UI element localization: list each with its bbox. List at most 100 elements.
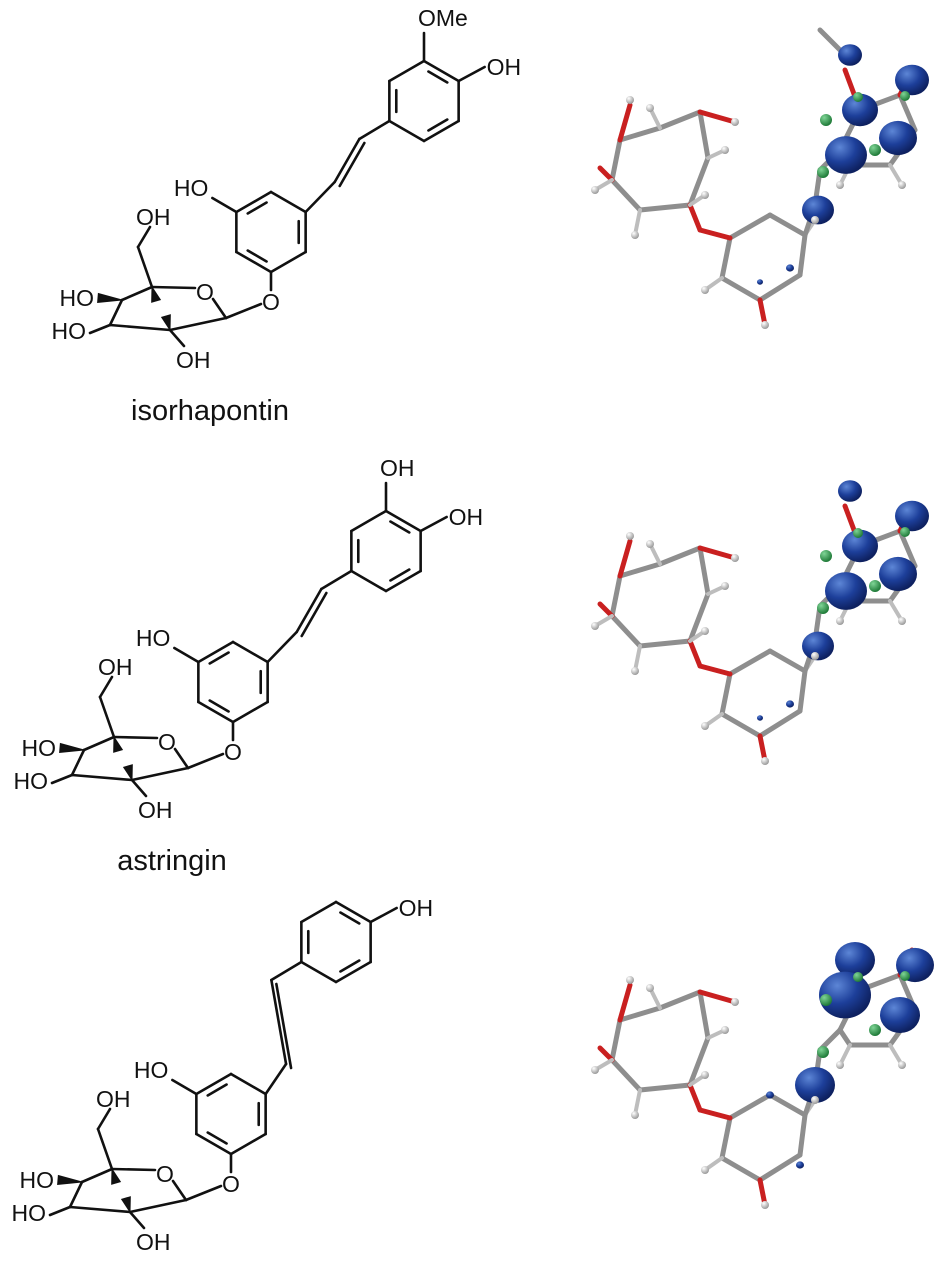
wedge-c2 — [120, 1196, 131, 1214]
model-oxygen-stick — [597, 1045, 615, 1063]
model-oxygen-stick — [617, 982, 633, 1023]
substituent-bond — [211, 196, 238, 214]
model-bond-stick — [617, 1005, 663, 1023]
hydrogen-atom — [631, 231, 639, 239]
ch2-bond — [98, 695, 116, 739]
upper-ring-bond — [384, 569, 422, 593]
orbital-lobe — [796, 1161, 804, 1169]
model-h-stick — [633, 208, 642, 237]
orbital-node — [869, 580, 881, 592]
substituent-bond — [171, 1078, 198, 1096]
lower-ring-bond — [195, 1132, 233, 1156]
hydrogen-atom — [836, 181, 844, 189]
lower-ring-bond — [229, 1072, 267, 1096]
sugar-ring-bond — [171, 1179, 188, 1202]
upper-ring-double-bond — [427, 70, 449, 84]
hydrogen-atom — [731, 118, 739, 126]
vinyl-double-bond — [333, 137, 361, 184]
orbital-node — [853, 528, 863, 538]
sugar-ring-bond — [168, 316, 228, 332]
label-substituent-para: OH — [449, 504, 483, 530]
lower-ring-bond — [269, 250, 307, 274]
wedge-c2 — [160, 314, 171, 332]
label-ring-o: O — [196, 279, 214, 305]
vinyl-double-bond — [295, 587, 323, 634]
model-oxygen-stick — [757, 733, 768, 764]
model-bond-stick — [757, 708, 803, 739]
lower-ring-double-bond — [206, 1083, 228, 1097]
label-ring-o: O — [156, 1161, 174, 1187]
orbital-lobe — [795, 1067, 835, 1103]
orbital-model-astringin — [591, 480, 929, 765]
model-bond-stick — [727, 1092, 773, 1121]
model-oxygen-stick — [597, 165, 615, 183]
hydrogen-atom — [811, 652, 819, 660]
label-ho-sugar-upper: HO — [20, 1167, 55, 1193]
hydrogen-atom — [898, 617, 906, 625]
sugar-ring-bond — [173, 747, 190, 770]
model-bond-stick — [797, 668, 808, 714]
orbital-lobe — [786, 700, 794, 708]
model-oxygen-stick — [687, 638, 703, 669]
model-bond-stick — [767, 212, 808, 238]
model-oxygen-stick — [597, 601, 615, 619]
hydrogen-atom — [836, 617, 844, 625]
orbital-node — [817, 602, 829, 614]
sugar-ring-bond — [68, 1205, 132, 1214]
model-bond-stick — [609, 177, 643, 213]
orbital-lobe — [786, 264, 794, 272]
orbital-lobe — [757, 279, 763, 285]
sugar-ring-bond — [110, 1167, 157, 1172]
label-ring-o: O — [158, 729, 176, 755]
label-ho-resorcinol: HO — [174, 175, 209, 201]
vinyl-bond — [266, 630, 299, 664]
model-bond-stick — [719, 275, 763, 303]
hydrogen-atom — [631, 1111, 639, 1119]
lower-ring-bond — [197, 640, 235, 664]
model-bond-stick — [697, 109, 711, 161]
wedge-c5 — [113, 735, 124, 753]
upper-ring-bond — [334, 900, 372, 924]
model-bond-stick — [897, 92, 918, 133]
orbital-node — [817, 1046, 829, 1058]
orbital-node — [869, 1024, 881, 1036]
model-oxygen-stick — [697, 663, 733, 677]
orbital-lobe — [825, 572, 867, 610]
model-bond-stick — [767, 1092, 808, 1118]
sugar-oh-bond — [88, 323, 112, 335]
vinyl-double-bond — [270, 978, 288, 1066]
upper-ring-bond — [388, 59, 426, 83]
compound-name: isorhapontin — [131, 395, 289, 427]
model-bond-stick — [617, 125, 663, 143]
sugar-ring-bond — [150, 285, 197, 290]
orbital-lobe — [757, 715, 763, 721]
model-oxygen-stick — [687, 202, 703, 233]
sugar-ring-bond — [130, 766, 190, 782]
sugar-ring-bond — [82, 735, 116, 752]
label-glycosidic-o: O — [262, 289, 280, 315]
model-bond-stick — [687, 591, 711, 644]
upper-ring-double-bond — [427, 118, 449, 132]
label-oh-ch2: OH — [136, 204, 171, 230]
ch2-bond — [96, 1127, 114, 1171]
wedge-c5 — [151, 285, 162, 303]
model-bond-stick — [697, 545, 711, 597]
ch2-bond — [96, 1107, 112, 1131]
hydrogen-atom — [761, 757, 769, 765]
model-bond-stick — [719, 235, 733, 281]
orbital-lobe — [880, 997, 920, 1033]
orbital-lobe — [879, 120, 917, 156]
model-bond-stick — [719, 711, 763, 739]
model-bond-stick — [657, 109, 703, 131]
orbital-node — [820, 114, 832, 126]
compound-name: astringin — [117, 845, 227, 877]
model-oxygen-stick — [617, 538, 633, 579]
orbital-node — [853, 972, 863, 982]
model-bond-stick — [609, 1057, 643, 1093]
glycosidic-bond — [186, 752, 225, 770]
hydrogen-atom — [626, 976, 634, 984]
orbital-lobe — [766, 1091, 774, 1099]
orbital-lobe — [838, 44, 862, 66]
lower-ring-bond — [269, 190, 307, 214]
